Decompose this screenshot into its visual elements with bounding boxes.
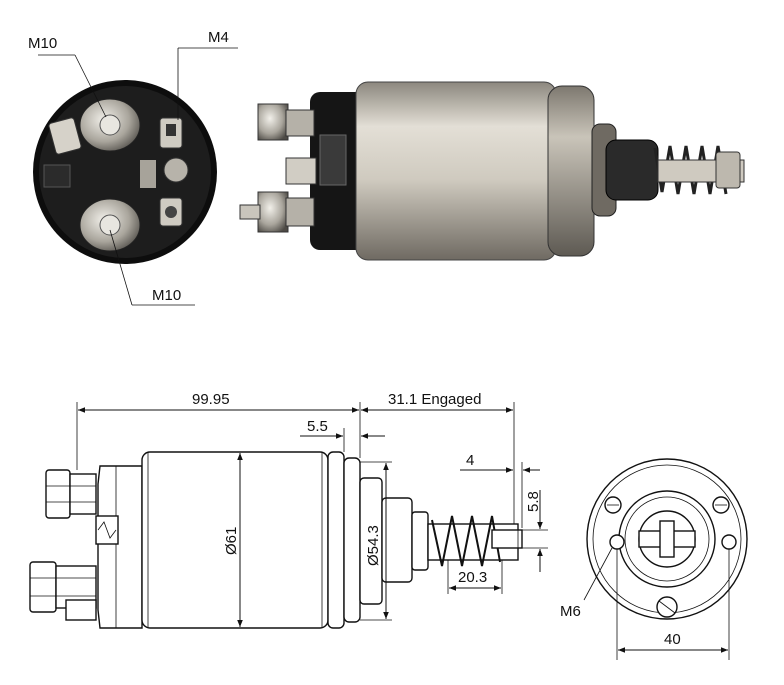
dim-plunger-tip — [460, 462, 540, 528]
dim-engaged — [361, 402, 515, 524]
plunger-photo — [605, 139, 659, 201]
dim-label-d61: Ø61 — [223, 527, 240, 555]
dim-label-99-95: 99.95 — [192, 391, 230, 408]
drawing-side-view — [29, 451, 523, 629]
plunger-tip — [491, 529, 523, 549]
dim-plunger-width — [522, 490, 548, 572]
drawing-front-view — [586, 458, 748, 620]
photo-leaders — [38, 47, 238, 306]
dim-label-20-3: 20.3 — [458, 569, 487, 586]
dim-label-5-5: 5.5 — [307, 418, 328, 435]
flange-ring-2 — [343, 457, 361, 623]
dim-mount-spacing — [616, 549, 730, 660]
photo-end-view — [33, 80, 217, 264]
dim-label-engaged: 31.1 Engaged — [388, 391, 481, 408]
dim-label-5-8: 5.8 — [525, 491, 542, 512]
photo-side-view — [239, 81, 745, 261]
solenoid-body-photo — [355, 81, 557, 261]
dim-label-40: 40 — [664, 631, 681, 648]
leader-m6 — [583, 547, 613, 601]
dim-label-d54-3: Ø54.3 — [365, 525, 382, 566]
stud-lower — [29, 561, 97, 621]
label-m10-bottom: M10 — [152, 287, 181, 304]
plunger-spring — [431, 515, 501, 567]
stud-upper — [45, 469, 97, 519]
dim-overall-length — [76, 402, 361, 470]
dim-flange-diameter — [360, 461, 392, 621]
flange-photo — [547, 85, 595, 257]
mount-hole-left — [609, 534, 625, 550]
terminal-cap-outline — [97, 465, 143, 629]
label-m6: M6 — [560, 603, 581, 620]
dim-flange-offset — [300, 428, 385, 452]
dim-spring-length — [447, 560, 503, 594]
flange-ring-1 — [327, 451, 345, 629]
mount-hole-right — [721, 534, 737, 550]
label-m10-top: M10 — [28, 35, 57, 52]
dim-label-4: 4 — [466, 452, 474, 469]
label-m4: M4 — [208, 29, 229, 46]
